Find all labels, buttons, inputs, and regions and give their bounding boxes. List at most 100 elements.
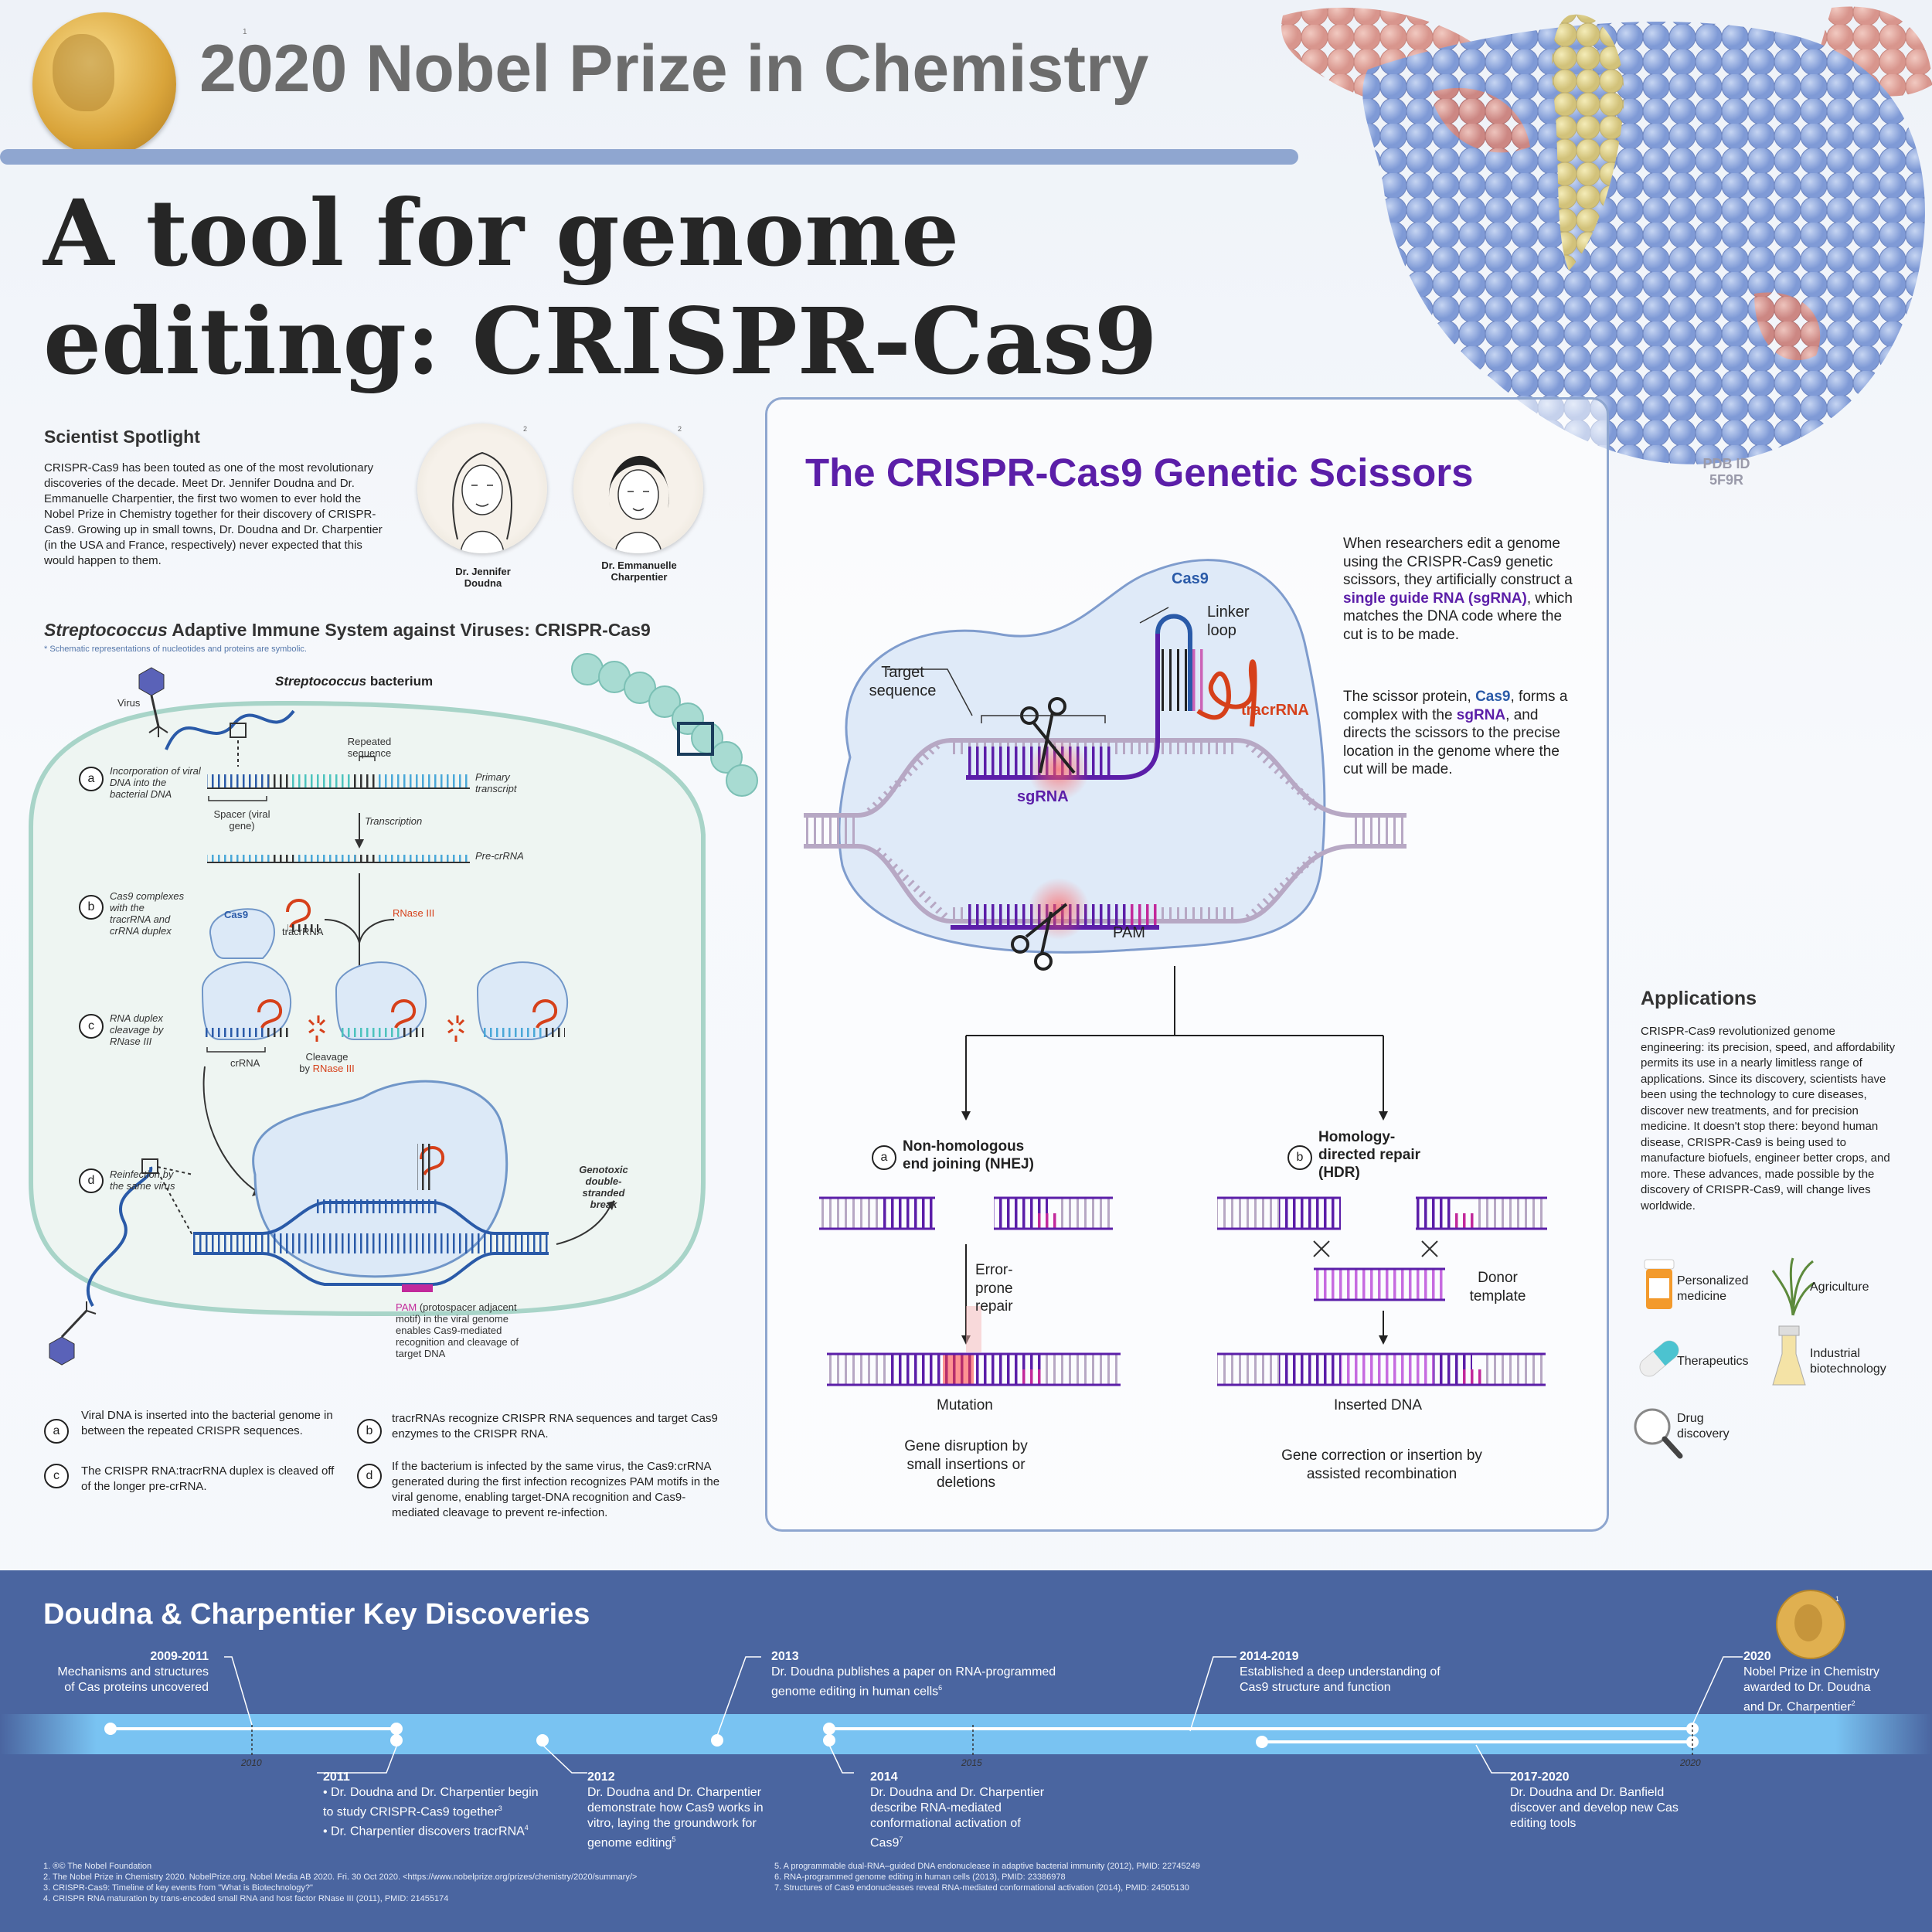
inserted-dna-label: Inserted DNA: [1334, 1397, 1423, 1413]
immune-heading: Streptococcus Adaptive Immune System aga…: [44, 620, 651, 640]
ref-superscript: 1: [1835, 1595, 1840, 1603]
step-b-marker: b: [79, 895, 104, 920]
app-personalized-medicine: Personalized medicine: [1677, 1274, 1749, 1303]
scientist1-name: Dr. Jennifer Doudna: [455, 566, 511, 589]
app-industrial-biotech: Industrial biotechnology: [1810, 1347, 1886, 1376]
pdb-id-label: PDB ID 5F9R: [1702, 456, 1750, 488]
cleavage-burst-icon: [447, 1015, 465, 1042]
app-therapeutics: Therapeutics: [1677, 1355, 1749, 1368]
repeated-sequence-label: Repeated sequence: [347, 736, 392, 759]
legend-d-marker: d: [357, 1464, 382, 1488]
charpentier-sketch-icon: [608, 455, 669, 553]
step-a-marker: a: [79, 767, 104, 791]
pam-description: PAM (protospacer adjacent motif) in the …: [396, 1301, 519, 1359]
gene-disruption-label: Gene disruption by small insertions or d…: [904, 1438, 1028, 1491]
industrial-flask-icon: [1772, 1325, 1806, 1386]
app-drug-discovery: Drug discovery: [1677, 1412, 1730, 1440]
step-d-label: Reinfection by the same virus: [110, 1168, 175, 1192]
pre-crrna-label: Pre-crRNA: [475, 850, 524, 862]
medal-profile-icon: [53, 34, 114, 111]
scientist2-name: Dr. Emmanuelle Charpentier: [601, 560, 677, 583]
cas9-label: Cas9: [224, 909, 249, 920]
timeline-graphic: [0, 1590, 1932, 1774]
doudna-sketch-icon: [452, 451, 512, 553]
hdr-marker: b: [1287, 1145, 1312, 1170]
scissors-title: The CRISPR-Cas9 Genetic Scissors: [805, 451, 1474, 495]
ref-superscript: 1: [243, 28, 247, 36]
legend-a-marker: a: [44, 1419, 69, 1444]
bacterium-label: Streptococcus bacterium: [275, 674, 434, 689]
doudna-portrait: [417, 423, 547, 553]
schematic-note: * Schematic representations of nucleotid…: [44, 645, 307, 654]
footnotes-right: 5. A programmable dual-RNA–guided DNA en…: [774, 1862, 1200, 1893]
cas9-protein-structure-image: [1281, 6, 1932, 464]
scissors-description-1: When researchers edit a genome using the…: [1343, 536, 1573, 643]
nobel-medal-icon: [32, 12, 176, 156]
immune-diagram: [29, 653, 758, 1366]
timeline-medal-icon: [1776, 1590, 1845, 1659]
prize-title: 2020 Nobel Prize in Chemistry: [199, 32, 1149, 106]
page-title: A tool for genome editing: CRISPR-Cas9: [43, 179, 1158, 395]
footnotes-left: 1. ®© The Nobel Foundation 2. The Nobel …: [43, 1862, 638, 1903]
target-sequence-label: Target sequence: [869, 664, 937, 699]
virus-icon: [138, 667, 168, 737]
scissors-diagram: [804, 559, 1547, 1386]
virus-label: Virus: [117, 697, 141, 709]
sgrna-diagram-label: sgRNA: [1017, 788, 1069, 805]
cleavage-burst-icon: [308, 1015, 326, 1042]
legend-c-marker: c: [44, 1464, 69, 1488]
step-c-label: RNA duplex cleavage by RNase III: [110, 1012, 164, 1047]
timeline-title: Doudna & Charpentier Key Discoveries: [43, 1598, 590, 1631]
primary-transcript-label: Primary transcript: [475, 771, 517, 794]
legend-b-marker: b: [357, 1419, 382, 1444]
capsule-icon: [1639, 1340, 1679, 1377]
applications-text: CRISPR-Cas9 revolutionized genome engine…: [1641, 1025, 1896, 1213]
nhej-marker: a: [872, 1145, 896, 1170]
ref-superscript: 2: [523, 425, 528, 433]
step-c-marker: c: [79, 1014, 104, 1039]
spacer-label: Spacer (viral gene): [213, 808, 270, 832]
scissors-description-2: The scissor protein, Cas9, forms a compl…: [1343, 689, 1568, 777]
scissors-icon: [1020, 697, 1076, 774]
axis-label-2020: 2020: [1680, 1757, 1701, 1768]
axis-label-2015: 2015: [961, 1757, 982, 1768]
genotoxic-label: Genotoxic double-stranded break: [579, 1164, 628, 1210]
nhej-title: Non-homologous end joining (NHEJ): [903, 1138, 1034, 1172]
virus-icon: [49, 1301, 97, 1366]
hdr-title: Homology-directed repair (HDR): [1318, 1129, 1420, 1181]
magnifier-icon: [1634, 1408, 1683, 1459]
pill-bottle-icon: [1644, 1259, 1675, 1309]
step-a-label: Incorporation of viral DNA into the bact…: [110, 765, 201, 800]
rnase-label: RNase III: [393, 907, 435, 919]
tracrrna-diagram-label: tracrRNA: [1241, 702, 1309, 719]
ref-superscript: 2: [678, 425, 682, 433]
legend-a-text: Viral DNA is inserted into the bacterial…: [81, 1409, 333, 1437]
header-divider: [0, 149, 1298, 165]
crrna-label: crRNA: [230, 1057, 260, 1069]
error-prone-label: Error-prone repair: [975, 1262, 1013, 1315]
linker-loop-label: Linker loop: [1207, 604, 1250, 639]
cas9-diagram-label: Cas9: [1172, 570, 1209, 587]
transcription-label: Transcription: [365, 815, 423, 827]
legend-b-text: tracrRNAs recognize CRISPR RNA sequences…: [392, 1412, 718, 1440]
step-d-marker: d: [79, 1168, 104, 1193]
legend-c-text: The CRISPR RNA:tracrRNA duplex is cleave…: [81, 1464, 335, 1493]
plant-icon: [1771, 1257, 1815, 1316]
donor-template-label: Donor template: [1469, 1270, 1526, 1304]
legend-d-text: If the bacterium is infected by the same…: [392, 1460, 720, 1519]
scissors-icon: [1011, 903, 1068, 971]
axis-label-2010: 2010: [241, 1757, 262, 1768]
gene-correction-label: Gene correction or insertion by assisted…: [1281, 1447, 1482, 1482]
mutation-label: Mutation: [937, 1397, 993, 1413]
charpentier-portrait: [573, 423, 703, 553]
step-b-label: Cas9 complexes with the tracrRNA and crR…: [110, 890, 185, 937]
spotlight-heading: Scientist Spotlight: [44, 427, 200, 447]
applications-heading: Applications: [1641, 988, 1757, 1009]
